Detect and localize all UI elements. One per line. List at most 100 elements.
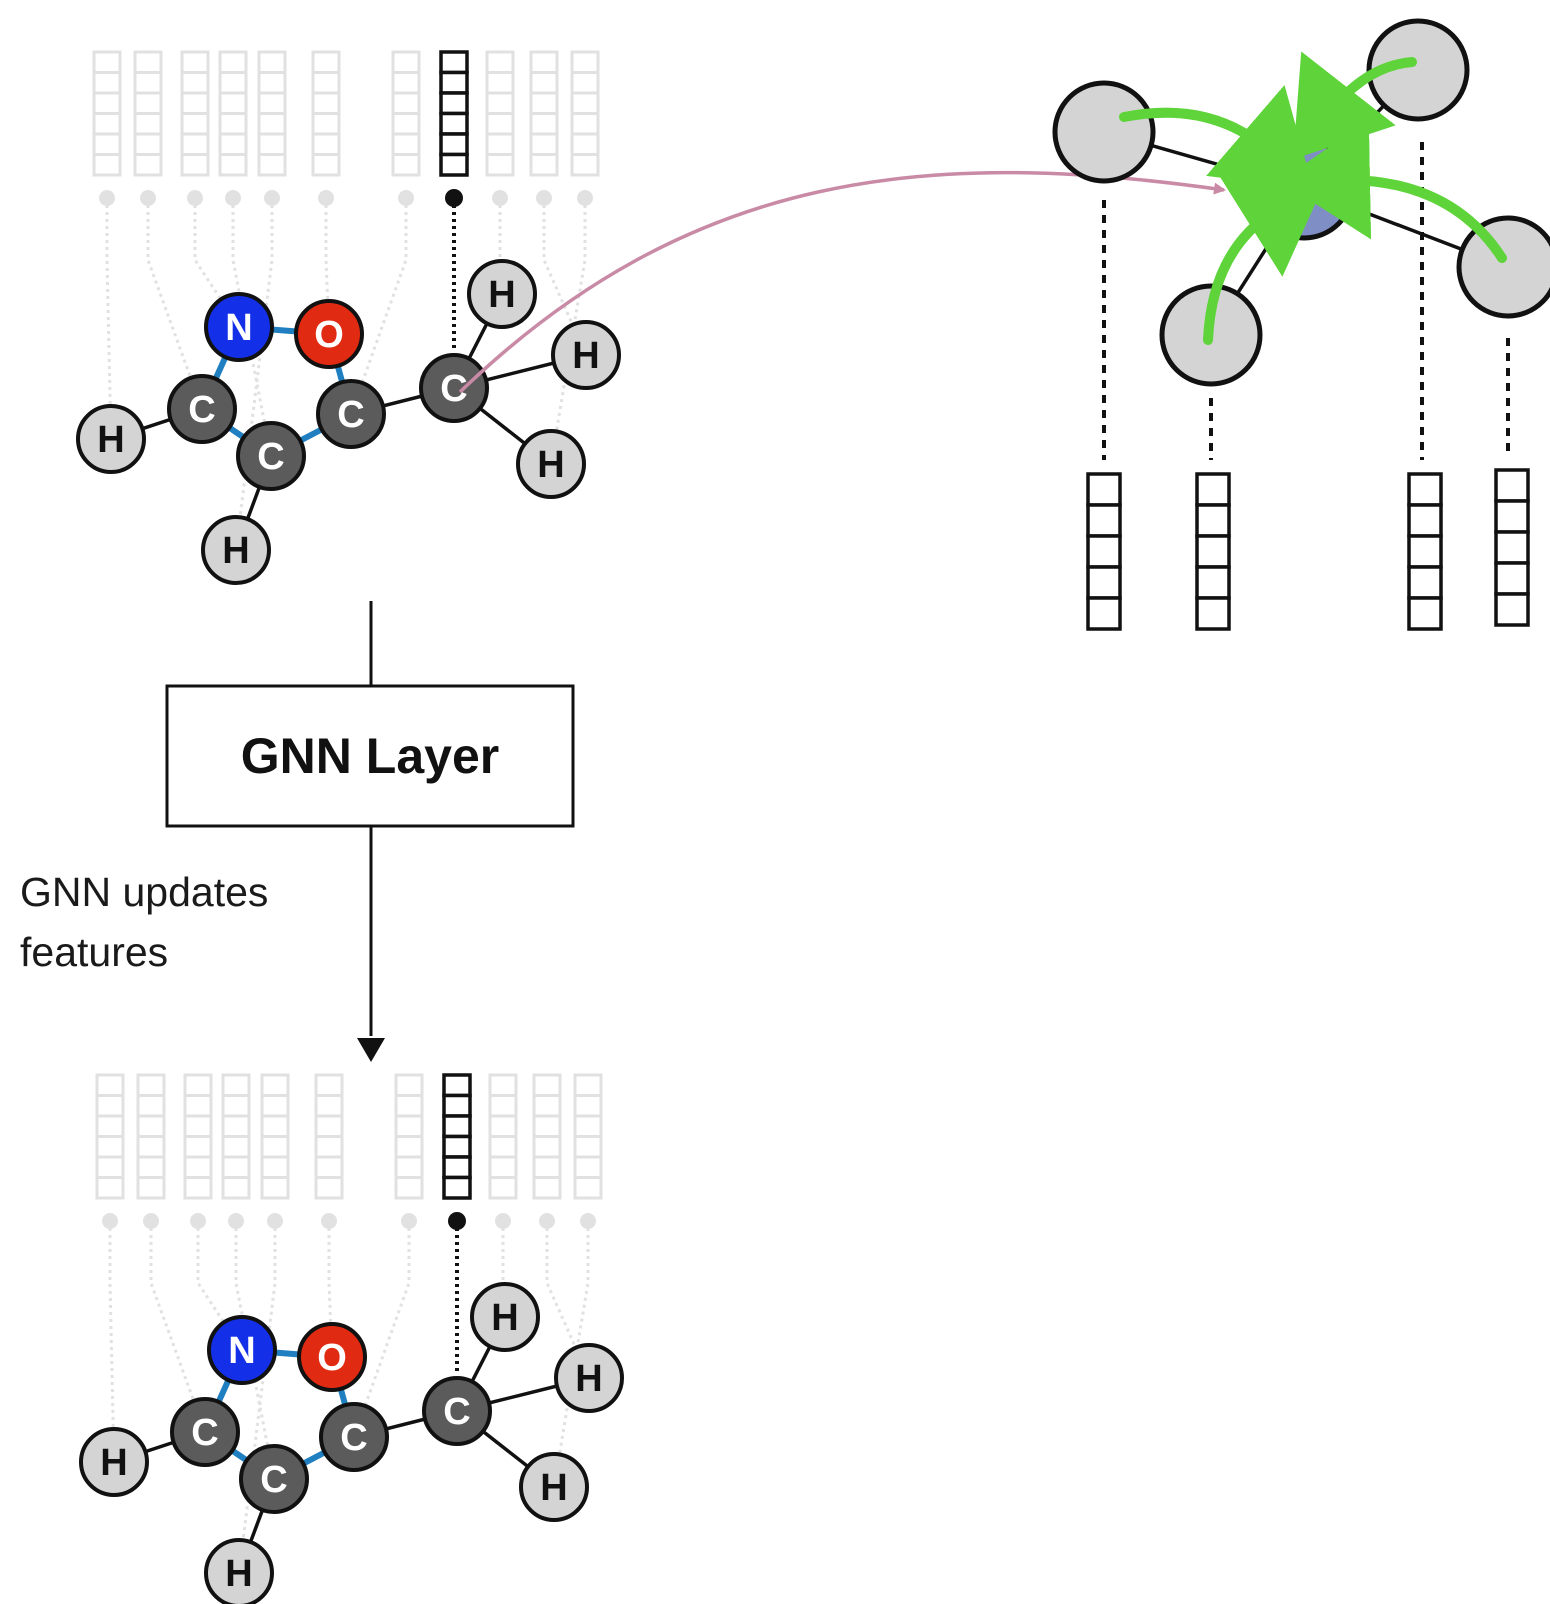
vector-anchor-dot bbox=[536, 190, 552, 206]
vector-cell bbox=[485, 153, 515, 177]
caption-line-1: GNN updates bbox=[20, 869, 269, 915]
vector-cell bbox=[485, 71, 515, 95]
vector-cell bbox=[488, 1135, 518, 1159]
vector-cell bbox=[488, 1155, 518, 1179]
atom-circle bbox=[516, 429, 586, 499]
vector-cell bbox=[394, 1094, 424, 1118]
vector-cell bbox=[570, 71, 600, 95]
vector-cell bbox=[95, 1073, 125, 1097]
atom-carbon: C bbox=[319, 1402, 389, 1472]
atom-hydrogen: H bbox=[519, 1452, 589, 1522]
message-arrow bbox=[1203, 175, 1327, 345]
vector-cell bbox=[92, 91, 122, 115]
atom-carbon: C bbox=[419, 353, 489, 423]
vector-cell bbox=[133, 71, 163, 95]
vector-cell bbox=[529, 132, 559, 156]
vector-cell bbox=[488, 1114, 518, 1138]
atom-label: H bbox=[540, 1467, 567, 1509]
feature-vector bbox=[529, 50, 559, 206]
vector-cell bbox=[1407, 565, 1443, 600]
vector-cell bbox=[1195, 596, 1231, 631]
message-arrow bbox=[1280, 119, 1507, 263]
feature-vector bbox=[485, 50, 515, 206]
atom-label: N bbox=[225, 307, 252, 349]
vector-cell bbox=[311, 132, 341, 156]
atom-circle bbox=[167, 374, 237, 444]
vector-cell bbox=[257, 112, 287, 136]
feature-vector bbox=[314, 1073, 344, 1229]
atom-label: C bbox=[443, 1391, 470, 1433]
vector-cell bbox=[442, 1114, 472, 1139]
feature-vector bbox=[183, 1073, 213, 1229]
vector-cell bbox=[221, 1155, 251, 1179]
vector-cell bbox=[314, 1094, 344, 1118]
feature-vector bbox=[570, 50, 600, 206]
vector-anchor-dot bbox=[495, 1213, 511, 1229]
vector-cell bbox=[391, 132, 421, 156]
atom-hydrogen: H bbox=[201, 515, 271, 585]
atom-circle bbox=[419, 353, 489, 423]
vector-cell bbox=[136, 1114, 166, 1138]
vector-cell bbox=[180, 50, 210, 74]
vector-cell bbox=[95, 1094, 125, 1118]
vector-anchor-dot bbox=[228, 1213, 244, 1229]
vector-cell bbox=[136, 1094, 166, 1118]
vector-cell bbox=[442, 1093, 472, 1118]
vector-cell bbox=[183, 1176, 213, 1200]
vector-cell bbox=[573, 1094, 603, 1118]
vector-cell bbox=[92, 50, 122, 74]
atom-hydrogen: H bbox=[551, 320, 621, 390]
vector-cell bbox=[532, 1176, 562, 1200]
atom-circle bbox=[207, 1315, 277, 1385]
atom-carbon: C bbox=[316, 379, 386, 449]
vector-cell bbox=[221, 1135, 251, 1159]
atom-circle bbox=[467, 259, 537, 329]
neighborhood-view bbox=[1052, 18, 1550, 631]
vector-cell bbox=[183, 1114, 213, 1138]
vector-cell bbox=[136, 1155, 166, 1179]
vector-cell bbox=[529, 153, 559, 177]
vector-cell bbox=[257, 91, 287, 115]
vector-cell bbox=[183, 1135, 213, 1159]
vector-cell bbox=[532, 1073, 562, 1097]
vector-cell bbox=[391, 91, 421, 115]
faded-connector bbox=[108, 1228, 116, 1463]
atom-label: C bbox=[188, 389, 215, 431]
vector-cell bbox=[92, 112, 122, 136]
atom-circle bbox=[294, 299, 364, 369]
vector-cell bbox=[221, 1073, 251, 1097]
vector-cell bbox=[221, 1114, 251, 1138]
vector-cell bbox=[1407, 503, 1443, 538]
vector-cell bbox=[529, 71, 559, 95]
vector-cell bbox=[391, 71, 421, 95]
feature-vector bbox=[180, 50, 210, 206]
neighbor-feature-vector bbox=[1494, 468, 1530, 627]
vector-cell bbox=[529, 112, 559, 136]
vector-cell bbox=[394, 1073, 424, 1097]
vector-cell bbox=[314, 1176, 344, 1200]
vector-cell bbox=[1086, 503, 1122, 538]
vector-cell bbox=[257, 153, 287, 177]
vector-anchor-dot bbox=[190, 1213, 206, 1229]
atom-circle bbox=[204, 1538, 274, 1604]
atom-hydrogen: H bbox=[467, 259, 537, 329]
vector-cell bbox=[1195, 503, 1231, 538]
vector-cell bbox=[442, 1134, 472, 1159]
atom-hydrogen: H bbox=[79, 1427, 149, 1497]
vector-cell bbox=[532, 1094, 562, 1118]
neighbor-node bbox=[1456, 215, 1550, 319]
vector-cell bbox=[532, 1155, 562, 1179]
feature-vector bbox=[488, 1073, 518, 1229]
atom-label: H bbox=[572, 335, 599, 377]
caption-line-2: features bbox=[20, 929, 169, 975]
vector-cell bbox=[532, 1135, 562, 1159]
atom-label: H bbox=[491, 1297, 518, 1339]
vector-cell bbox=[136, 1135, 166, 1159]
vector-cell bbox=[221, 1094, 251, 1118]
vector-cell bbox=[314, 1155, 344, 1179]
atom-label: C bbox=[337, 394, 364, 436]
atom-nitrogen: N bbox=[204, 292, 274, 362]
vector-cell bbox=[314, 1073, 344, 1097]
vector-anchor-dot bbox=[225, 190, 241, 206]
